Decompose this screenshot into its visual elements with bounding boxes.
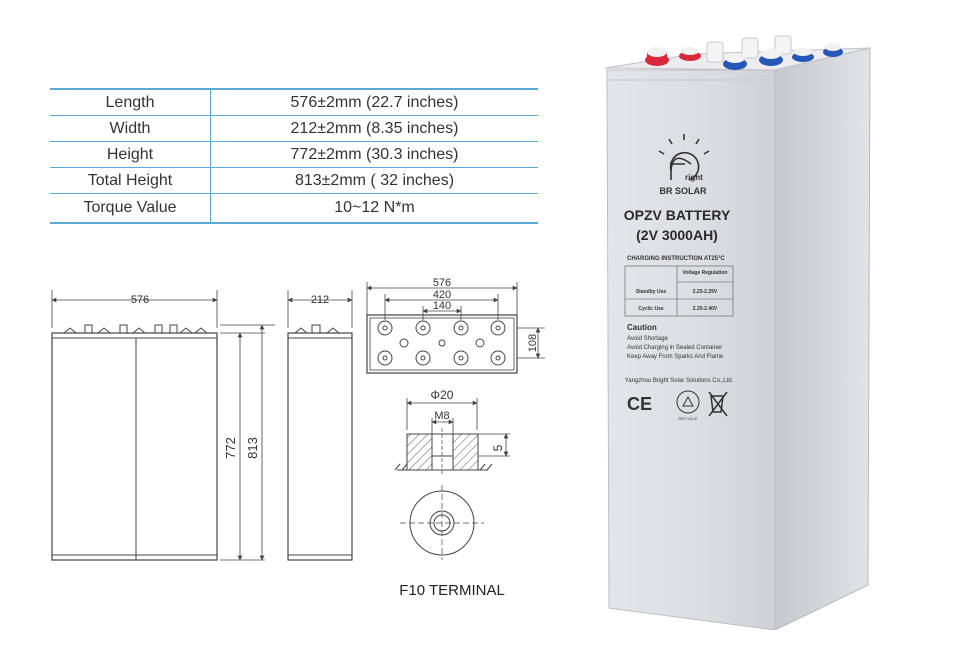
front-terminals — [62, 324, 209, 334]
terminal-section: Φ20 M8 5 — [394, 388, 510, 475]
charging-table-header: Voltage Regulation — [683, 270, 728, 276]
spec-label: Total Height — [50, 167, 211, 194]
brand-name: BR SOLAR — [660, 186, 708, 196]
front-width-label: 576 — [131, 294, 149, 306]
top-depth-label: 108 — [527, 334, 539, 352]
caution-line: Avoid Shortage — [627, 336, 669, 342]
top-overall-label: 576 — [433, 277, 451, 289]
top-view: 576 420 140 108 — [366, 277, 545, 374]
side-width-label: 212 — [311, 294, 329, 306]
charging-title: CHARGING INSTRUCTION AT25°C — [627, 256, 725, 262]
battery-photo: right BR SOLAR OPZV BATTERY (2V 3000AH) … — [604, 35, 871, 630]
cyclic-value: 2.35-2.40V — [693, 306, 718, 312]
caution-line: Keep Away From Sparks And Flame — [627, 354, 724, 360]
terminal-caption: F10 TERMINAL — [399, 582, 505, 599]
side-terminals — [293, 324, 341, 334]
spec-label: Width — [50, 115, 211, 142]
battery-title-line1: OPZV BATTERY — [624, 207, 731, 223]
spec-row: Total Height 813±2mm ( 32 inches) — [50, 167, 538, 194]
front-view: 576 772 813 — [51, 290, 275, 561]
cyclic-label: Cyclic Use — [638, 306, 664, 312]
side-view: 212 — [287, 290, 353, 561]
spec-table-body: Length 576±2mm (22.7 inches) Width 212±2… — [50, 88, 538, 224]
caution-line: Avoid Charging in Sealed Container — [627, 345, 722, 351]
spec-table: Length 576±2mm (22.7 inches) Width 212±2… — [50, 88, 538, 224]
spec-row: Length 576±2mm (22.7 inches) — [50, 88, 538, 116]
spec-label: Torque Value — [50, 193, 211, 224]
recycle-label: RECYCLE — [679, 416, 698, 421]
terminal-diameter-label: Φ20 — [431, 388, 454, 402]
top-inner-label: 420 — [433, 289, 451, 301]
spec-label: Length — [50, 88, 211, 116]
spec-value: 772±2mm (30.3 inches) — [210, 141, 538, 168]
caution-title: Caution — [627, 323, 657, 332]
terminal-plan — [400, 485, 484, 560]
technical-drawings: 576 772 813 212 576 — [51, 277, 545, 599]
no-bin-icon — [708, 391, 728, 417]
manufacturer-name: Yangzhou Bright Solar Solutions Co.,Ltd. — [625, 378, 734, 384]
spec-value: 813±2mm ( 32 inches) — [210, 167, 538, 194]
ce-mark: CE — [627, 394, 652, 414]
height-label: 772 — [223, 437, 238, 459]
standby-value: 2.25-2.29V — [693, 289, 718, 295]
charging-table — [624, 265, 734, 317]
recycle-icon — [676, 390, 700, 414]
spec-value: 576±2mm (22.7 inches) — [210, 88, 538, 116]
spec-row: Width 212±2mm (8.35 inches) — [50, 115, 538, 142]
standby-label: Standby Use — [636, 289, 667, 295]
spec-value: 212±2mm (8.35 inches) — [210, 115, 538, 142]
spec-label: Height — [50, 141, 211, 168]
terminal-depth-label: 5 — [491, 444, 505, 451]
top-terminal-posts — [377, 320, 506, 366]
top-pitch-label: 140 — [433, 300, 451, 312]
spec-row: Height 772±2mm (30.3 inches) — [50, 141, 538, 168]
total-height-label: 813 — [245, 437, 260, 459]
battery-terminals — [645, 35, 843, 70]
terminal-thread-label: M8 — [434, 410, 449, 422]
brand-logo — [658, 134, 710, 181]
spec-row: Torque Value 10~12 N*m — [50, 193, 538, 224]
battery-title-line2: (2V 3000AH) — [636, 227, 718, 243]
spec-value: 10~12 N*m — [210, 193, 538, 224]
brand-word: right — [685, 173, 703, 182]
